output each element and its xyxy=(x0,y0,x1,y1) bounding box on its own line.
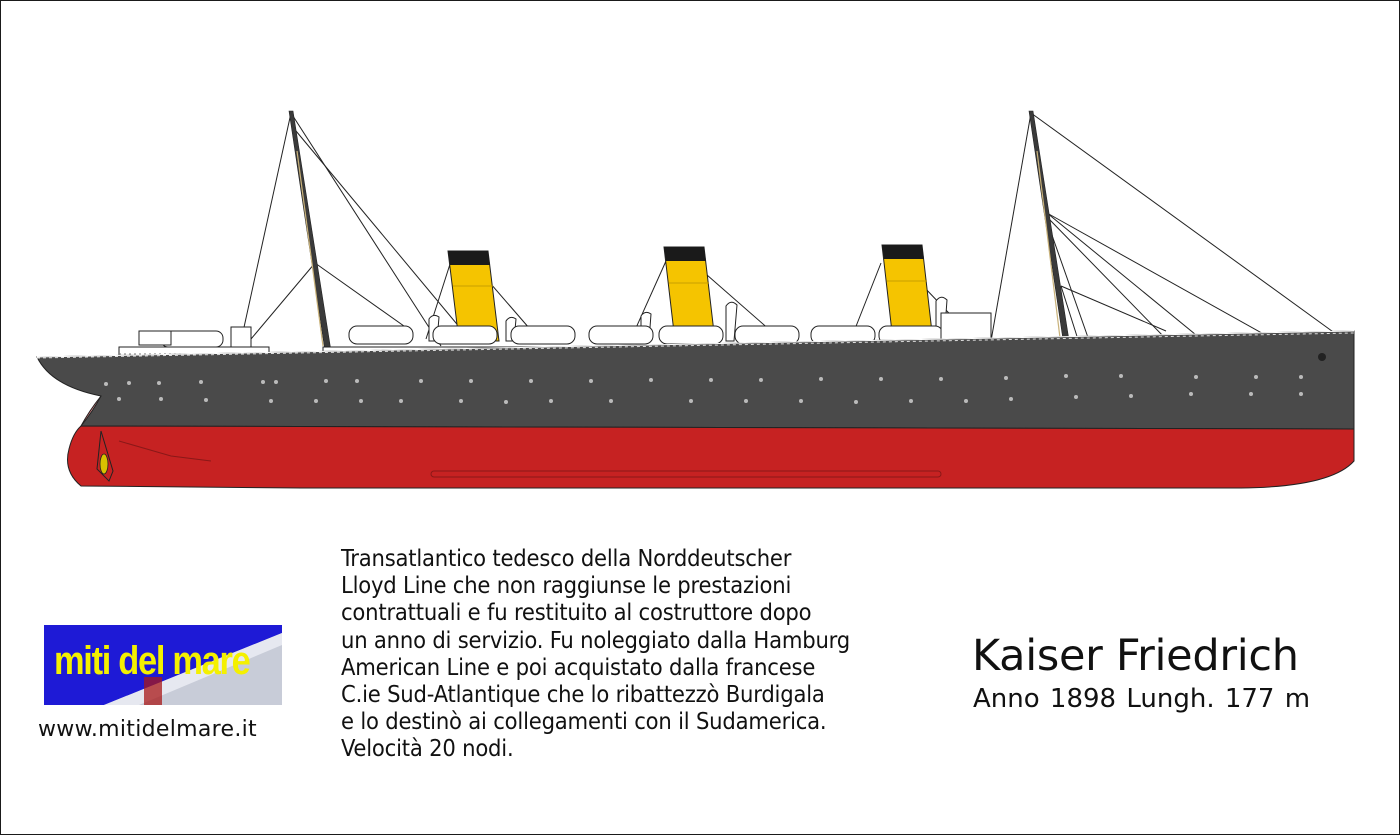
miti-del-mare-logo[interactable]: miti del mare xyxy=(44,625,282,705)
ship-description: Transatlantico tedesco della Norddeutsch… xyxy=(341,544,981,763)
logo-text: miti del mare xyxy=(54,639,251,683)
description-line: contrattuali e fu restituito al costrutt… xyxy=(341,598,812,627)
ship-name: Kaiser Friedrich xyxy=(972,631,1299,681)
website-link[interactable]: www.mitidelmare.it xyxy=(38,717,257,742)
description-line: American Line e poi acquistato dalla fra… xyxy=(341,652,816,681)
lifeboats xyxy=(160,325,944,348)
portholes xyxy=(104,374,1303,404)
funnel-2 xyxy=(663,246,716,342)
rigging xyxy=(240,112,1337,350)
description-line: Velocità 20 nodi. xyxy=(341,734,514,763)
ship-specs: Anno 1898 Lungh. 177 m xyxy=(973,684,1311,714)
description-line: un anno di servizio. Fu noleggiato dalla… xyxy=(341,625,850,654)
funnels xyxy=(447,244,934,342)
description-line: C.ie Sud-Atlantique che lo ribattezzò Bu… xyxy=(341,680,825,709)
sail-wedge-icon xyxy=(104,633,282,705)
description-line: Transatlantico tedesco della Norddeutsch… xyxy=(341,544,792,572)
funnel-3 xyxy=(881,244,934,342)
ship-illustration xyxy=(36,110,1355,489)
hull xyxy=(36,330,1355,489)
description-line: Lloyd Line che non raggiunse le prestazi… xyxy=(341,571,792,600)
description-line: e lo destinò ai collegamenti con il Suda… xyxy=(341,707,827,736)
funnel-1 xyxy=(447,250,500,342)
